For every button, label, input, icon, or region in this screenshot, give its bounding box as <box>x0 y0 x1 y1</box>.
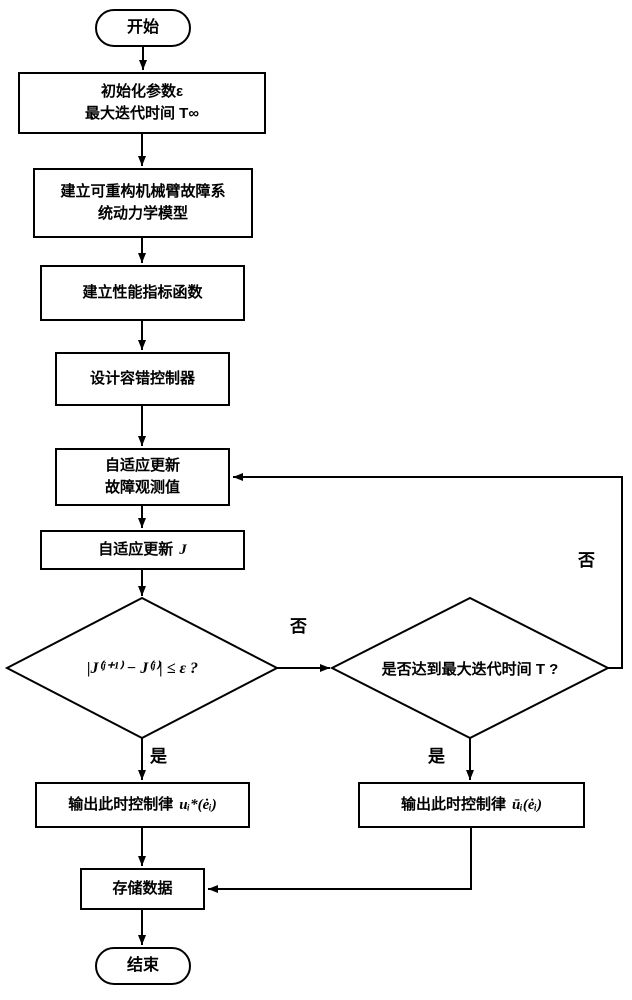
end-label: 结束 <box>126 957 159 974</box>
branch-label-no-feedback: 否 <box>578 551 595 570</box>
output-control-law-left-text: 输出此时控制律 <box>68 795 174 813</box>
performance-index-label: 建立性能指标函数 <box>82 283 203 301</box>
init-params-text: 初始化参数ε 最大迭代时间 T∞ <box>85 81 199 126</box>
branch-label-yes-left: 是 <box>150 747 167 766</box>
adaptive-observer-box: 自适应更新 故障观测值 <box>55 448 230 506</box>
arrow-output-right-to-store <box>208 828 472 893</box>
start-node: 开始 <box>95 9 191 47</box>
branch-label-yes-right: 是 <box>428 747 445 766</box>
adaptive-update-j-text: 自适应更新 <box>98 540 174 558</box>
controller-design-box: 设计容错控制器 <box>55 352 230 406</box>
branch-label-no-between-diamonds: 否 <box>290 617 307 636</box>
adaptive-update-j-math: J <box>179 541 187 558</box>
output-control-law-right-text: 输出此时控制律 <box>400 795 506 813</box>
controller-design-label: 设计容错控制器 <box>89 369 195 387</box>
adaptive-observer-line2: 故障观测值 <box>104 479 180 496</box>
dynamics-model-box: 建立可重构机械臂故障系 统动力学模型 <box>33 168 253 238</box>
decision-maxiter-text: 是否达到最大迭代时间 T ? <box>342 638 598 698</box>
decision-maxiter-condition: 是否达到最大迭代时间 T ? <box>381 660 559 678</box>
adaptive-observer-text: 自适应更新 故障观测值 <box>105 455 180 500</box>
dynamics-model-text: 建立可重构机械臂故障系 统动力学模型 <box>60 181 225 226</box>
init-params-box: 初始化参数ε 最大迭代时间 T∞ <box>18 72 266 134</box>
feedback-maxiter-no-to-obs <box>233 473 623 669</box>
output-control-law-right-box: 输出此时控制律 ūᵢ(ėᵢ) <box>358 782 585 828</box>
decision-converge-text: |J⁽ʲ⁺¹⁾ − J⁽ʲ⁾| ≤ ε ? <box>15 638 270 698</box>
store-data-label: 存储数据 <box>112 879 173 897</box>
start-label: 开始 <box>126 19 159 36</box>
output-control-law-left-math: uᵢ*(ėᵢ) <box>179 796 217 813</box>
store-data-box: 存储数据 <box>80 868 205 910</box>
init-params-line1: 初始化参数ε <box>100 82 184 100</box>
decision-converge-condition: |J⁽ʲ⁺¹⁾ − J⁽ʲ⁾| ≤ ε ? <box>86 660 198 677</box>
dynamics-model-line1: 建立可重构机械臂故障系 <box>60 182 226 200</box>
init-params-line2: 最大迭代时间 T∞ <box>84 105 200 122</box>
dynamics-model-line2: 统动力学模型 <box>97 205 188 222</box>
performance-index-box: 建立性能指标函数 <box>40 265 245 321</box>
output-control-law-left-box: 输出此时控制律 uᵢ*(ėᵢ) <box>35 782 250 828</box>
adaptive-observer-line1: 自适应更新 <box>104 456 180 474</box>
adaptive-update-j-box: 自适应更新 J <box>40 530 245 570</box>
end-node: 结束 <box>95 947 191 985</box>
output-control-law-right-math: ūᵢ(ėᵢ) <box>511 796 543 813</box>
